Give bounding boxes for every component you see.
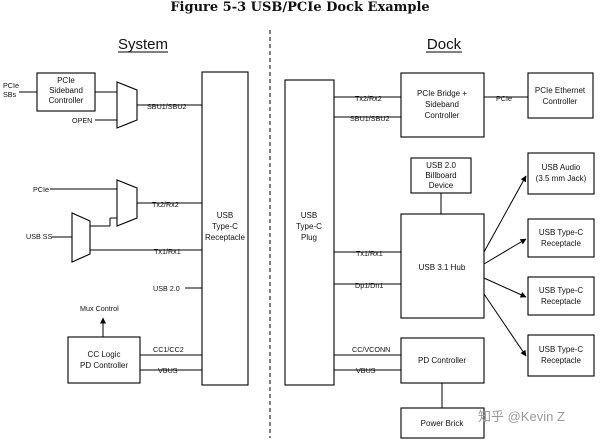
pcie-label: PCIe <box>33 185 49 194</box>
billboard-label-1: USB 2.0 <box>426 161 456 170</box>
usb-audio-device <box>527 152 595 195</box>
power-brick-label: Power Brick <box>421 419 465 428</box>
receptacle-label-1: USB <box>217 211 233 220</box>
dock-receptacle-1-label-1: USB Type-C <box>539 228 584 237</box>
dock-tx1rx1-label: Tx1/Rx1 <box>356 249 383 258</box>
hub-to-receptacle-1-arrow <box>483 238 527 265</box>
sideband-controller-label-2: Sideband <box>49 86 83 95</box>
usb-typec-plug <box>284 79 335 386</box>
tx1rx1-label: Tx1/Rx1 <box>154 247 181 256</box>
pcie-sbs-label-2: SBs <box>3 90 17 99</box>
usb-ss-label: USB SS <box>26 232 53 241</box>
sideband-controller-label-1: PCIe <box>57 76 75 85</box>
bridge-label-1: PCIe Bridge + <box>417 89 467 98</box>
audio-label-1: USB Audio <box>542 163 581 172</box>
figure-title: Figure 5-3 USB/PCIe Dock Example <box>170 0 429 15</box>
dock-tx2rx2-label: Tx2/Rx2 <box>355 94 382 103</box>
mux-control-label: Mux Control <box>80 304 119 313</box>
cc-logic-label-2: PD Controller <box>80 361 128 370</box>
open-label: OPEN <box>72 116 92 125</box>
cc-logic-pd-controller <box>67 336 141 384</box>
hub-to-receptacle-3-arrow <box>483 293 527 357</box>
sideband-controller-label-3: Controller <box>49 96 84 105</box>
dock-receptacle-1-label-2: Receptacle <box>541 239 582 248</box>
dock-pd-controller <box>400 337 485 384</box>
dock-receptacle-3-label-1: USB Type-C <box>539 345 584 354</box>
dock-pd-label: PD Controller <box>418 356 466 365</box>
cc-label: CC1/CC2 <box>153 345 184 354</box>
section-dock: Dock <box>427 36 462 53</box>
usb20-billboard-device <box>410 157 472 194</box>
pcie-sbs-label-1: PCIe <box>3 81 19 90</box>
receptacle-label-2: Type-C <box>212 222 238 231</box>
dock-receptacle-3-label-2: Receptacle <box>541 356 582 365</box>
dock-vbus-label: VBUS <box>356 366 376 375</box>
watermark: 知乎 @Kevin Z <box>478 409 565 424</box>
section-system: System <box>118 36 168 53</box>
pcie-bridge-sideband-controller <box>400 72 485 138</box>
sbu-label: SBU1/SBU2 <box>147 102 187 111</box>
tx2-mux <box>116 179 138 227</box>
hub-label: USB 3.1 Hub <box>419 263 466 272</box>
ethernet-label-2: Controller <box>543 97 578 106</box>
billboard-label-3: Device <box>429 181 454 190</box>
tx2rx2-label: Tx2/Rx2 <box>152 200 179 209</box>
vbus-label: VBUS <box>158 366 178 375</box>
hub-to-receptacle-2-arrow <box>483 277 527 298</box>
usb-ss-mux <box>71 212 91 263</box>
dock-receptacle-2-label-1: USB Type-C <box>539 286 584 295</box>
power-brick <box>400 407 485 439</box>
receptacle-label-3: Receptacle <box>205 233 246 242</box>
ethernet-label-1: PCIe Ethernet <box>535 86 586 95</box>
plug-label-1: USB <box>301 211 317 220</box>
dock-sbu-label: SBU1/SBU2 <box>350 114 390 123</box>
audio-label-2: (3.5 mm Jack) <box>536 174 587 183</box>
billboard-label-2: Billboard <box>425 171 456 180</box>
usb20-label: USB 2.0 <box>153 284 180 293</box>
plug-label-3: Plug <box>301 233 317 242</box>
pcie-ethernet-controller <box>527 72 594 119</box>
cc-logic-label-1: CC Logic <box>88 350 121 359</box>
dock-receptacle-1 <box>527 218 595 258</box>
dock-receptacle-2-label-2: Receptacle <box>541 297 582 306</box>
dock-cc-label: CC/VCONN <box>352 345 390 354</box>
bridge-label-3: Controller <box>425 111 460 120</box>
dock-dp-label: Dp1/Dn1 <box>355 281 383 290</box>
bridge-label-2: Sideband <box>425 100 459 109</box>
hub-to-audio-arrow <box>483 175 527 253</box>
dock-receptacle-2 <box>527 276 595 316</box>
dock-pcie-label: PCIe <box>496 94 512 103</box>
dock-receptacle-3 <box>527 334 595 377</box>
plug-label-2: Type-C <box>296 222 322 231</box>
usb31-hub <box>400 213 485 319</box>
usb-typec-receptacle <box>201 71 249 386</box>
sbu-mux <box>116 81 138 129</box>
